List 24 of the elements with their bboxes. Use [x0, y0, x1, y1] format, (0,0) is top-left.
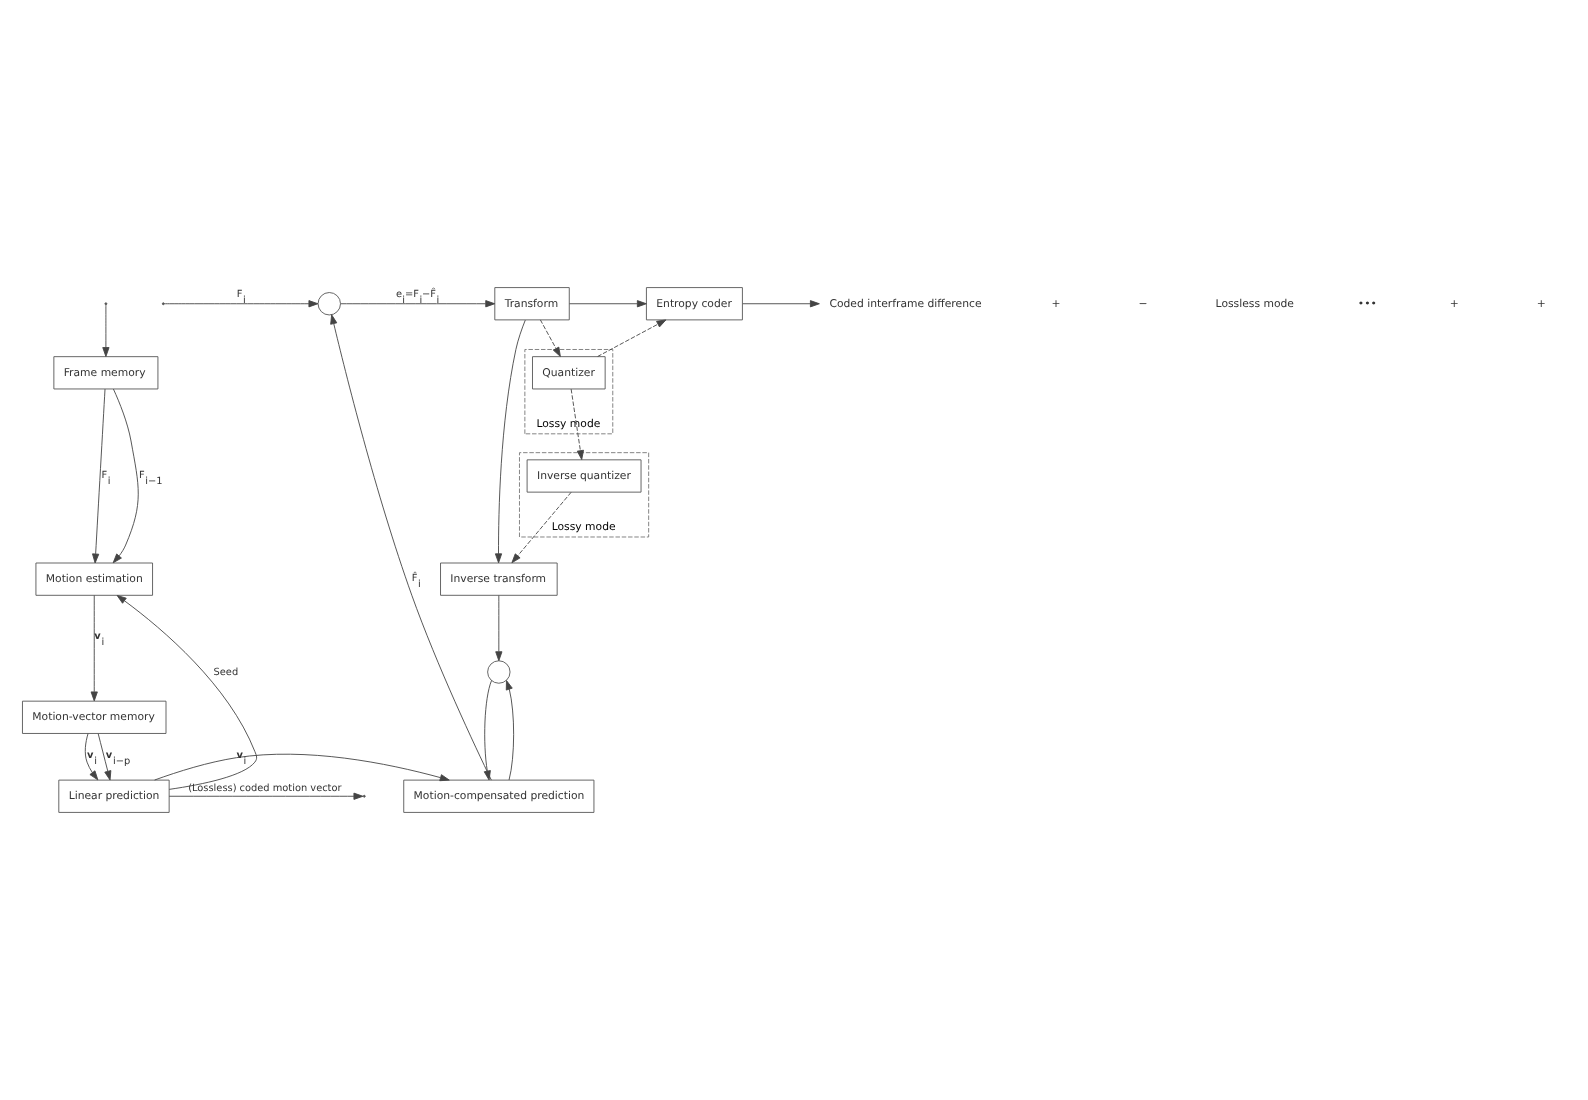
arrow: [102, 304, 110, 357]
arrow: [163, 300, 319, 308]
arrow: [569, 300, 647, 308]
arrow: [330, 314, 492, 781]
arrow: [505, 680, 515, 781]
arrow: [539, 319, 561, 357]
arrow: [116, 595, 258, 790]
arrow: [112, 388, 139, 564]
arrow: [483, 680, 492, 781]
arrow: [154, 753, 450, 782]
arrow: [97, 733, 112, 781]
arrow: [495, 595, 503, 662]
arrow: [92, 388, 106, 564]
arrow: [168, 792, 364, 800]
node-circle: [317, 292, 341, 316]
arrow: [84, 733, 99, 781]
arrow: [511, 491, 572, 564]
arrow: [494, 319, 526, 564]
node-circle: [487, 660, 511, 684]
arrow: [742, 300, 820, 308]
arrow: [570, 388, 584, 460]
arrow: [90, 594, 98, 702]
arrow: [597, 319, 667, 357]
arrow: [340, 300, 496, 308]
